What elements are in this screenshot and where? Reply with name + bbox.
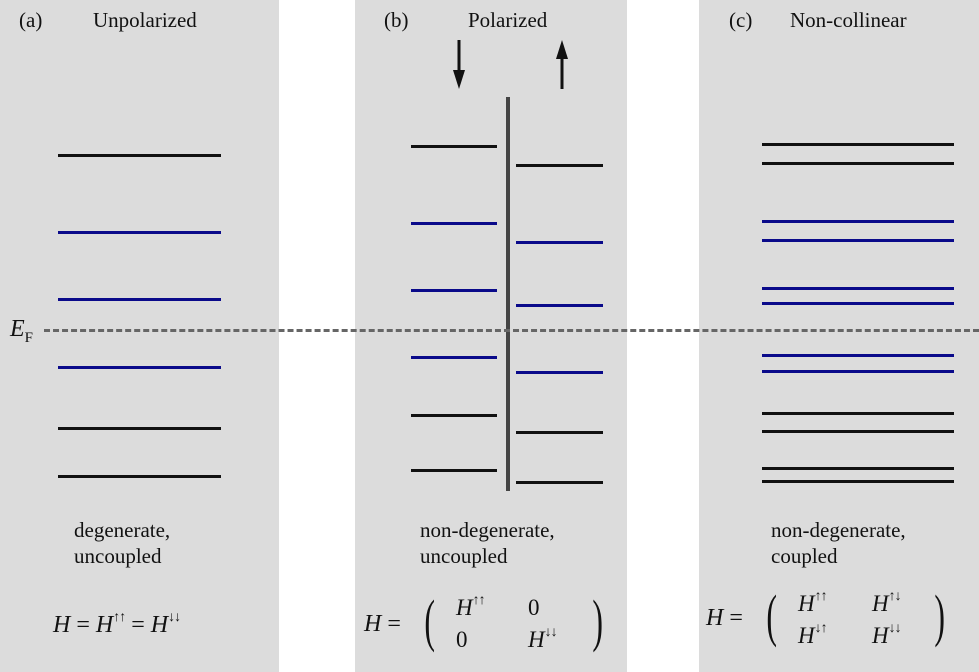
panel-a-description: degenerate, uncoupled — [74, 518, 171, 568]
left-paren: ( — [424, 588, 435, 653]
energy-level-blue — [762, 370, 954, 373]
energy-level-blue — [516, 241, 603, 244]
energy-level-blue — [762, 239, 954, 242]
arrow-up-icon — [556, 40, 568, 89]
panel-polarized — [355, 0, 627, 672]
panel-unpolarized — [0, 0, 279, 672]
energy-level-black — [762, 162, 954, 165]
panel-c-description: non-degenerate, coupled — [771, 518, 906, 568]
energy-level-black — [411, 414, 497, 417]
energy-level-black — [58, 475, 221, 478]
energy-level-blue — [516, 371, 603, 374]
energy-level-blue — [762, 287, 954, 290]
energy-level-blue — [411, 356, 497, 359]
panel-a-title: Unpolarized — [93, 8, 197, 32]
energy-level-blue — [762, 220, 954, 223]
energy-level-black — [58, 154, 221, 157]
equation-unpolarized: H = H↑↑ = H↓↓ — [53, 610, 181, 638]
energy-level-black — [762, 143, 954, 146]
energy-level-blue — [58, 366, 221, 369]
panel-c-title: Non-collinear — [790, 8, 907, 32]
panel-c-tag: (c) — [729, 8, 753, 32]
energy-level-black — [411, 145, 497, 148]
energy-level-blue — [762, 302, 954, 305]
left-paren: ( — [766, 583, 777, 648]
right-paren: ) — [934, 583, 945, 648]
energy-level-blue — [58, 231, 221, 234]
energy-level-blue — [411, 289, 497, 292]
energy-level-blue — [516, 304, 603, 307]
energy-level-black — [516, 481, 603, 484]
energy-level-black — [762, 467, 954, 470]
energy-level-black — [58, 427, 221, 430]
arrow-down-icon — [453, 40, 465, 89]
energy-level-blue — [411, 222, 497, 225]
energy-level-black — [516, 431, 603, 434]
fermi-level-line — [44, 329, 979, 332]
energy-level-black — [516, 164, 603, 167]
energy-level-black — [762, 480, 954, 483]
panel-b-title: Polarized — [468, 8, 548, 32]
energy-level-black — [411, 469, 497, 472]
panel-b-description: non-degenerate, uncoupled — [420, 518, 555, 568]
spin-channel-separator — [506, 97, 510, 491]
panel-a-tag: (a) — [19, 8, 43, 32]
energy-level-black — [762, 430, 954, 433]
energy-level-black — [762, 412, 954, 415]
energy-level-blue — [58, 298, 221, 301]
panel-b-tag: (b) — [384, 8, 409, 32]
energy-level-blue — [762, 354, 954, 357]
panel-non-collinear — [699, 0, 979, 672]
fermi-level-label: EF — [10, 316, 34, 346]
right-paren: ) — [592, 588, 603, 653]
